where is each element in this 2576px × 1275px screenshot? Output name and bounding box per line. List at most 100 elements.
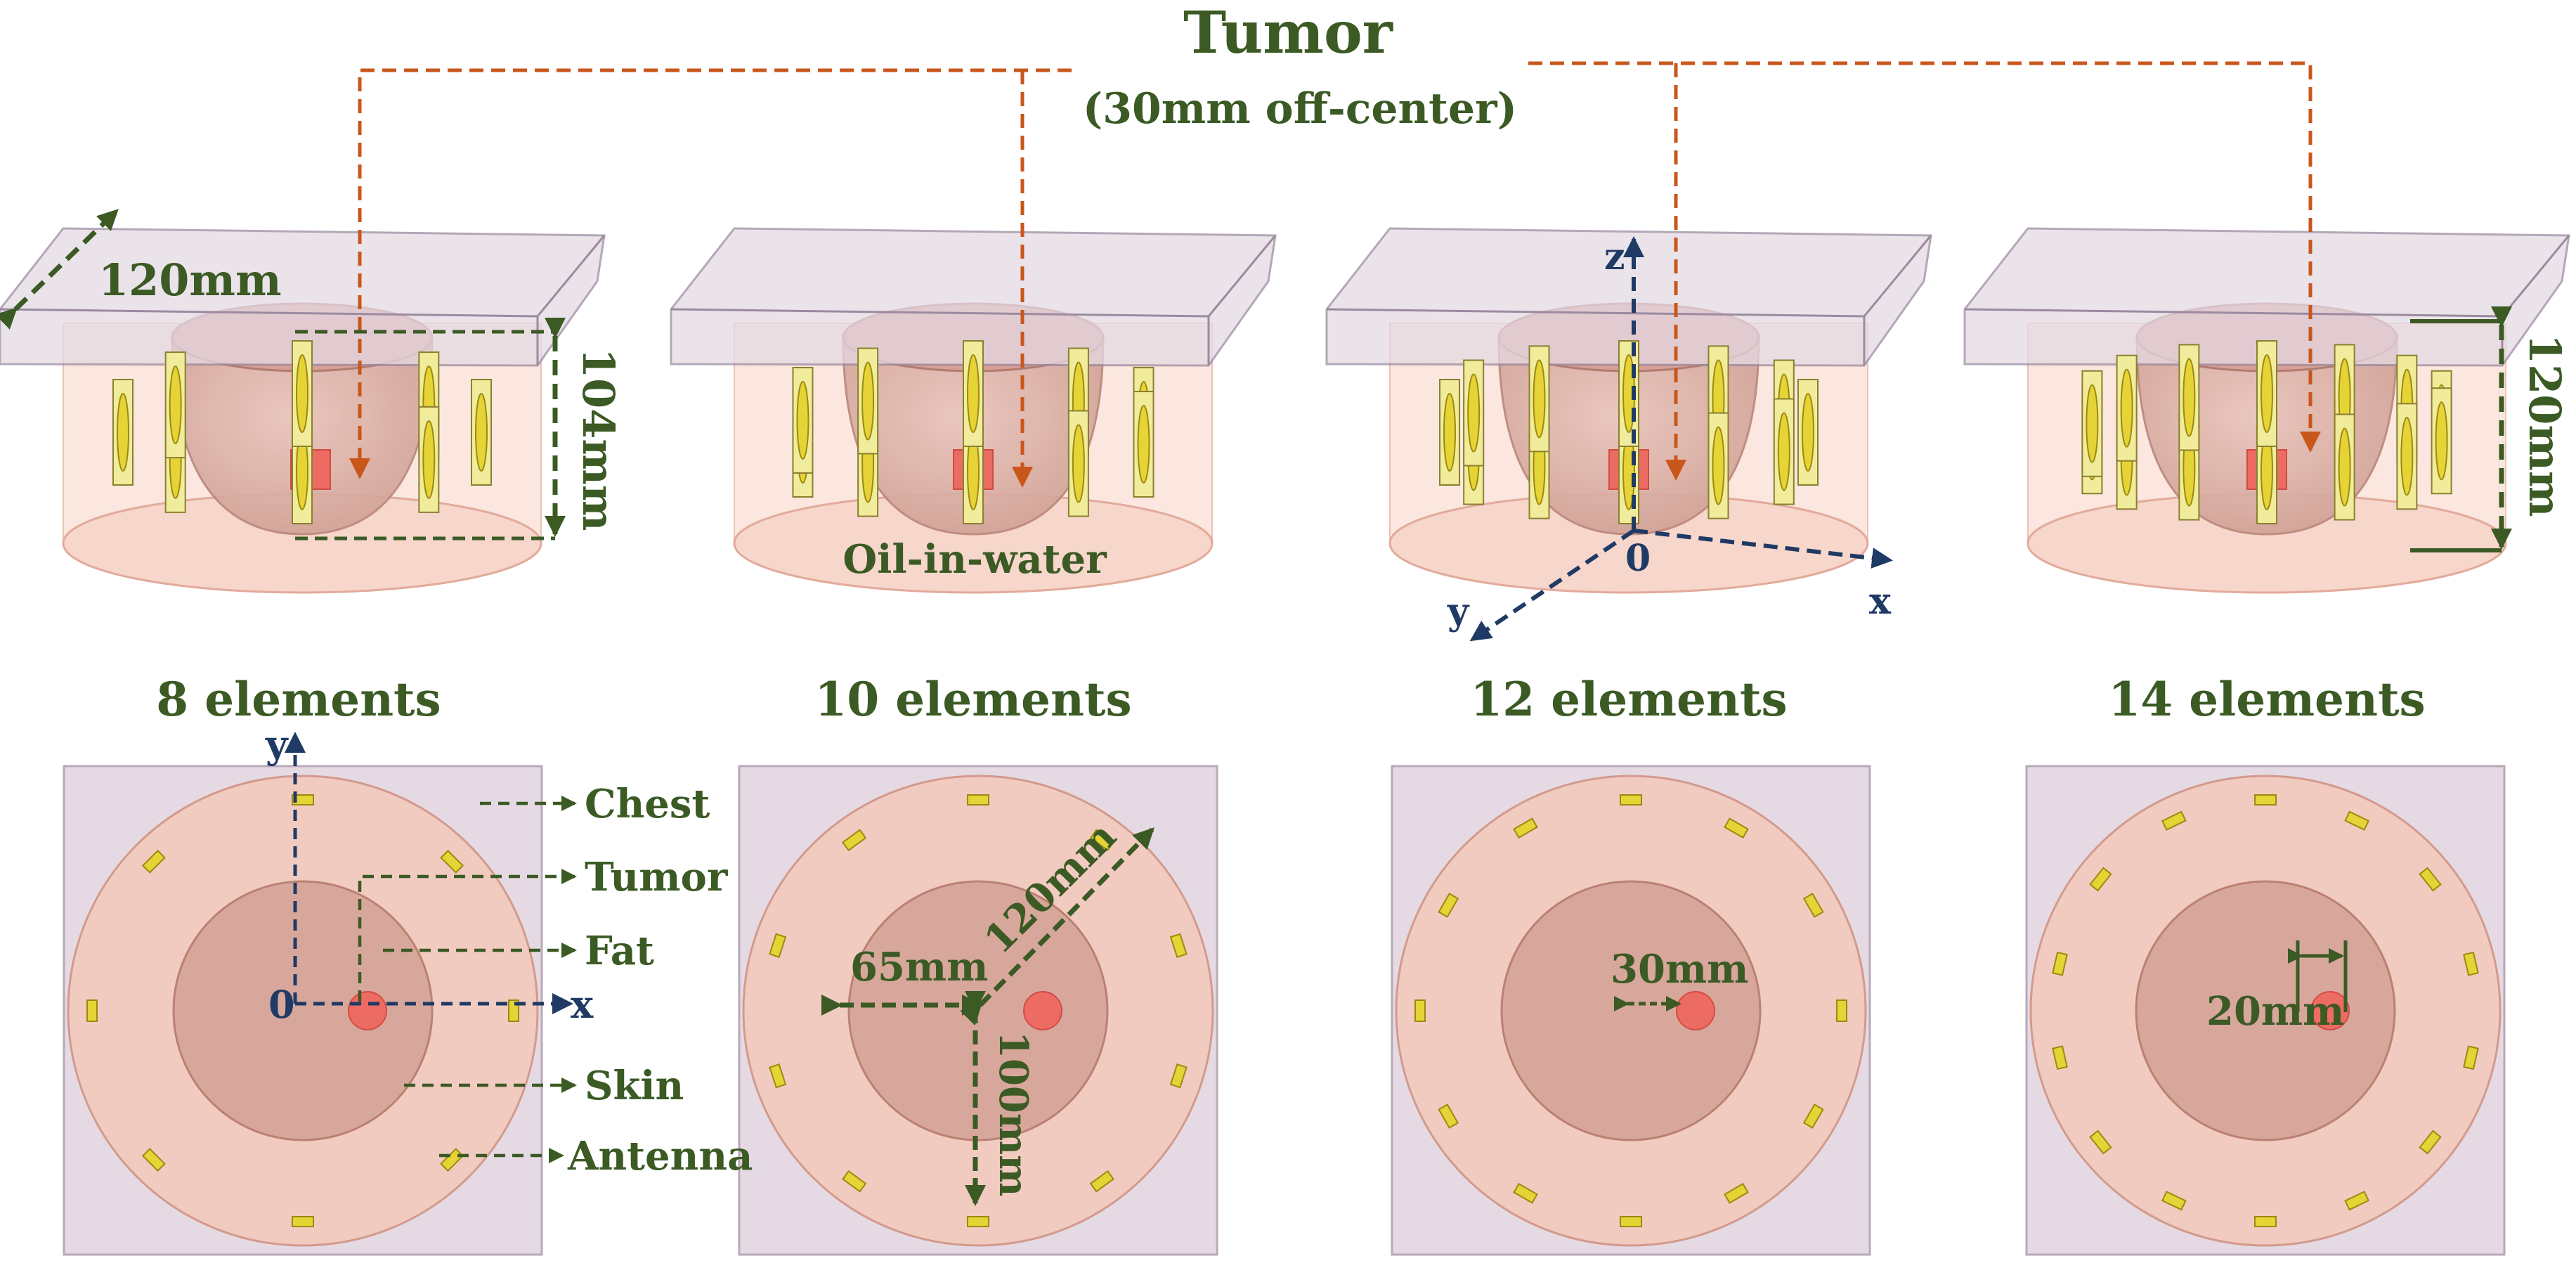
antenna-2d [1620, 1216, 1642, 1227]
antenna-2d [842, 829, 867, 852]
dim-width-120: 120mm [0, 209, 282, 330]
antenna-2d [967, 794, 989, 805]
legend-fat: Fat [585, 928, 654, 974]
chest-slab [1325, 227, 1932, 367]
antenna-2d [1513, 1182, 1538, 1204]
top-down-views [63, 765, 2506, 1256]
antenna-2d [2344, 1191, 2370, 1211]
perspective-view-14 [1963, 227, 2570, 594]
antenna-2d [2089, 1130, 2112, 1155]
antenna-3d [2081, 370, 2103, 477]
antenna-patch [2400, 417, 2414, 496]
antenna-2d [292, 1216, 314, 1227]
antenna-2d [1438, 1104, 1459, 1129]
antenna-2d [292, 794, 314, 805]
label-height-120mm: 120mm [2519, 334, 2570, 517]
config-label-12: 12 elements [1470, 672, 1787, 727]
antenna-2d [440, 849, 464, 874]
panel3-dims: 30mm [1611, 946, 1748, 1011]
antenna-2d [141, 1148, 166, 1172]
antenna-3d [1463, 359, 1485, 467]
antenna-3d [1439, 379, 1460, 486]
antenna-2d [2419, 867, 2442, 892]
antenna-2d [1724, 1182, 1749, 1204]
axes-3d: z x y 0 [1447, 235, 1893, 642]
antenna-3d [2396, 403, 2418, 510]
antenna-3d [418, 406, 440, 513]
antenna-3d [857, 347, 879, 455]
antenna-patch [2120, 368, 2133, 448]
antenna-3d [2256, 340, 2277, 447]
panel1-axis-x: x [571, 982, 594, 1027]
antenna-patch [2338, 427, 2351, 507]
antenna-patch [1533, 359, 1546, 439]
label-20mm: 20mm [2206, 988, 2344, 1035]
antenna-3d [1067, 410, 1089, 517]
antenna-2d [2254, 794, 2277, 805]
antenna-2d [1836, 999, 1847, 1022]
config-label-10: 10 elements [814, 672, 1131, 727]
top-down-view-14 [2025, 765, 2506, 1256]
antenna-2d [1169, 1063, 1188, 1089]
fat-circle [172, 880, 434, 1141]
antenna-2d [2463, 951, 2479, 976]
antenna-2d [2161, 810, 2187, 831]
title-tumor: Tumor [1183, 0, 1394, 67]
antenna-patch [296, 354, 308, 433]
perspective-view-12 [1325, 227, 1932, 594]
top-down-view-8 [63, 765, 543, 1256]
antenna-2d [2463, 1045, 2479, 1070]
antenna-3d [963, 340, 984, 447]
axis-x-label: x [1869, 580, 1892, 623]
config-label-14: 14 elements [2108, 672, 2425, 727]
panel4-dims: 20mm [2206, 940, 2348, 1035]
antenna-2d [86, 999, 98, 1022]
antenna-3d [1133, 390, 1154, 498]
antenna-3d [792, 367, 814, 474]
antenna-2d [2089, 867, 2112, 892]
antenna-2d [967, 1216, 989, 1227]
antenna-patch [2260, 354, 2273, 433]
tumor-circle [1676, 991, 1715, 1030]
antenna-2d [1089, 1170, 1114, 1193]
antenna-3d [2431, 387, 2452, 495]
tumor-circle [2310, 991, 2350, 1030]
antenna-patch [1467, 373, 1481, 453]
label-100mm: 100mm [990, 1031, 1036, 1196]
origin-label-3d: 0 [1625, 537, 1651, 580]
antenna-2d [2161, 1191, 2187, 1211]
legend [358, 796, 577, 1163]
antenna-2d [2052, 951, 2068, 976]
antenna-3d [292, 340, 313, 447]
antenna-2d [842, 1170, 867, 1193]
antenna-patch [1443, 393, 1456, 472]
chest-slab [1963, 227, 2570, 367]
antenna-3d [2178, 344, 2200, 451]
panel1-axis-y: y [265, 722, 289, 767]
antenna-patch [1072, 424, 1085, 503]
label-width-120mm: 120mm [98, 254, 282, 306]
antenna-3d [164, 351, 186, 459]
antenna-3d [2116, 354, 2138, 462]
antenna-2d [1438, 893, 1459, 918]
antenna-patch [1712, 426, 1725, 505]
fat-circle [2135, 880, 2396, 1141]
antenna-2d [141, 849, 166, 874]
antenna-patch [796, 381, 809, 460]
antenna-2d [1414, 999, 1426, 1022]
antenna-2d [1513, 817, 1538, 839]
antenna-patch [169, 365, 182, 445]
antenna-patch [1777, 412, 1790, 491]
antenna-patch [967, 354, 980, 433]
antenna-3d [1528, 345, 1550, 453]
dim-height-104: 104mm [295, 318, 624, 541]
antenna-3d [471, 379, 492, 486]
antenna-2d [2254, 1216, 2277, 1227]
config-label-8: 8 elements [156, 672, 441, 727]
antenna-patch [1137, 404, 1150, 484]
axis-z-label: z [1604, 235, 1625, 278]
legend-chest: Chest [585, 781, 710, 827]
title-offset: (30mm off-center) [1083, 84, 1517, 134]
antenna-2d [1724, 817, 1749, 839]
